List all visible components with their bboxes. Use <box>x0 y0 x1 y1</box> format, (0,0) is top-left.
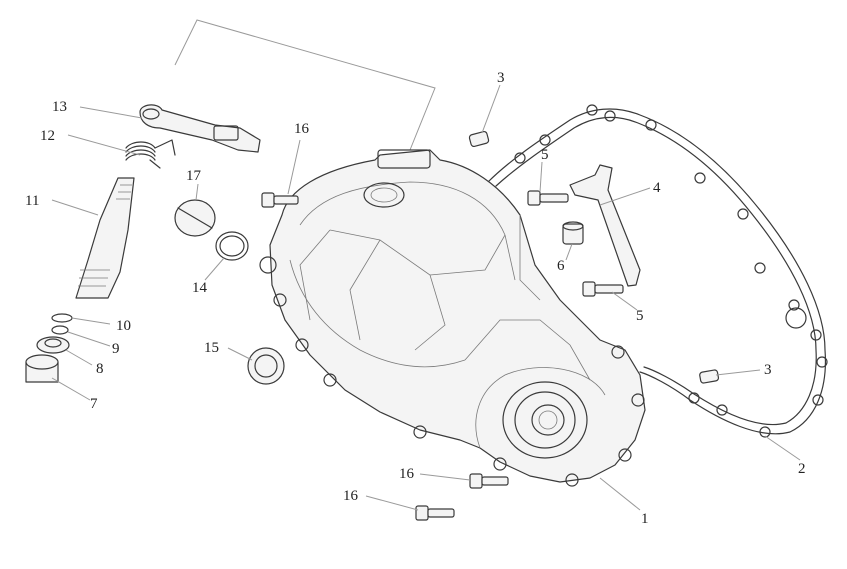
dowel-pin-top <box>468 130 490 148</box>
bolt-lower-1 <box>469 473 509 489</box>
callout-17: 17 <box>186 168 202 184</box>
callout-16-lower-2: 16 <box>343 488 359 504</box>
callout-4: 4 <box>653 180 661 196</box>
callout-3-top: 3 <box>497 70 505 86</box>
bolt-lower-2 <box>415 505 455 521</box>
callout-7: 7 <box>90 396 98 412</box>
shaft <box>75 177 135 299</box>
callout-9: 9 <box>112 341 120 357</box>
dowel-pin-right <box>699 369 720 384</box>
spring <box>125 139 176 169</box>
seal <box>247 347 285 385</box>
collar <box>562 221 584 245</box>
engine-cover <box>259 149 646 487</box>
callout-11: 11 <box>25 193 39 209</box>
assembly-guide-line <box>174 19 436 151</box>
oil-seal <box>36 336 70 354</box>
callout-2: 2 <box>798 461 806 477</box>
callout-1: 1 <box>641 511 649 527</box>
filler-cap <box>174 199 216 237</box>
bolt-upper <box>261 192 299 208</box>
callout-labels: 1 2 3 3 4 5 5 6 7 8 9 10 11 12 13 14 15 … <box>25 70 806 527</box>
circlip <box>51 313 73 323</box>
bolt-bracket-lower <box>582 281 624 297</box>
leader-lines <box>51 84 801 511</box>
lever-arm <box>139 104 261 153</box>
callout-3-right: 3 <box>764 362 772 378</box>
bracket <box>569 164 641 287</box>
callout-16-upper: 16 <box>294 121 310 137</box>
callout-6: 6 <box>557 258 565 274</box>
o-ring <box>215 231 249 261</box>
callout-10: 10 <box>116 318 131 334</box>
gasket <box>487 104 828 438</box>
callout-14: 14 <box>192 280 208 296</box>
callout-16-lower-1: 16 <box>399 466 415 482</box>
callout-15: 15 <box>204 340 219 356</box>
callout-8: 8 <box>96 361 104 377</box>
washer <box>51 325 69 335</box>
bolt-bracket-upper <box>527 190 569 206</box>
bushing <box>25 354 59 383</box>
callout-13: 13 <box>52 99 67 115</box>
callout-12: 12 <box>40 128 55 144</box>
callout-5-lower: 5 <box>636 308 644 324</box>
callout-5-upper: 5 <box>541 147 549 163</box>
